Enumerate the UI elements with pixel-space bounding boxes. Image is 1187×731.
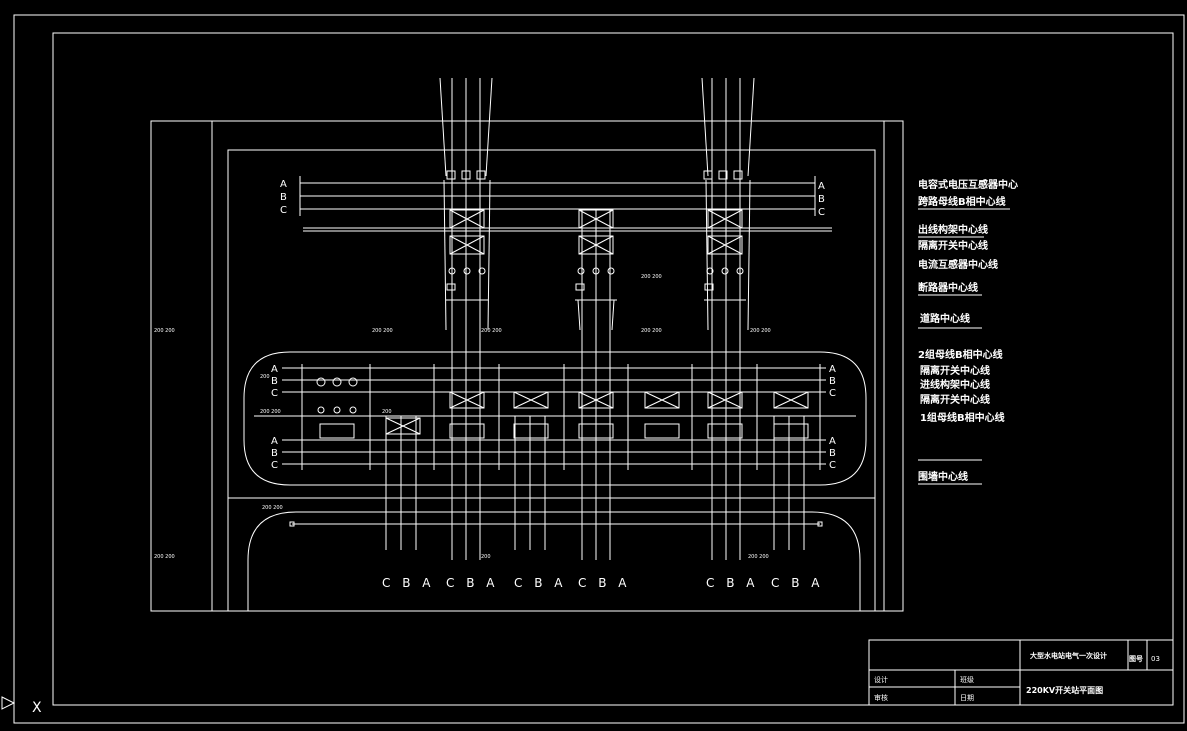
feeder-lines-bottom <box>385 416 805 550</box>
legend-transfer-bus: 跨路母线B相中心线 <box>918 195 1006 208</box>
title-check-label: 审核 <box>874 693 888 702</box>
site-boundary <box>150 120 904 612</box>
phase-labels-right-bus1: A B C <box>829 436 836 471</box>
svg-text:C: C <box>271 388 278 399</box>
svg-text:A: A <box>280 179 287 190</box>
svg-text:200 200: 200 200 <box>641 328 662 334</box>
bay-equipment-main <box>316 377 809 439</box>
title-date-label: 日期 <box>960 694 974 702</box>
svg-text:C: C <box>818 207 825 218</box>
svg-text:C B A: C B A <box>578 576 630 590</box>
bay-equipment-top <box>446 209 746 301</box>
legend-ct: 电流互感器中心线 <box>918 258 998 271</box>
svg-text:C B A: C B A <box>446 576 498 590</box>
legend-road: 道路中心线 <box>920 312 970 325</box>
road-outline <box>247 511 861 611</box>
svg-text:200 200: 200 200 <box>372 328 393 334</box>
legend-fence: 围墙中心线 <box>918 470 968 483</box>
svg-text:B: B <box>280 192 287 203</box>
main-road-loop <box>243 351 867 486</box>
svg-text:B: B <box>271 448 278 459</box>
svg-text:B: B <box>818 194 825 205</box>
svg-text:C: C <box>280 205 287 216</box>
title-sheet-no: 03 <box>1151 655 1160 663</box>
svg-text:200: 200 <box>481 554 491 560</box>
legend-cvt: 电容式电压互感器中心 <box>918 178 1018 191</box>
svg-text:C: C <box>829 388 836 399</box>
svg-text:C: C <box>271 460 278 471</box>
title-design-label: 设计 <box>874 675 888 684</box>
svg-text:X: X <box>32 700 42 716</box>
title-project: 大型水电站电气一次设计 <box>1030 651 1107 660</box>
legend-disconnector-1: 隔离开关中心线 <box>918 239 988 252</box>
inner-frame <box>52 32 1174 706</box>
svg-text:200 200: 200 200 <box>750 328 771 334</box>
ucs-icon: X <box>1 696 42 716</box>
svg-text:C B A: C B A <box>514 576 566 590</box>
legend-bus1: 1组母线B相中心线 <box>920 411 1005 424</box>
svg-text:200 200: 200 200 <box>154 554 175 560</box>
svg-text:200 200: 200 200 <box>260 409 281 415</box>
legend-bus2: 2组母线B相中心线 <box>918 348 1003 361</box>
phase-labels-left-top: A B C <box>280 179 287 216</box>
legend-incoming-frame: 进线构架中心线 <box>920 378 990 391</box>
line-entry-middle <box>577 210 615 560</box>
centerline-legend: 电容式电压互感器中心 跨路母线B相中心线 出线构架中心线 隔离开关中心线 电流互… <box>918 178 1018 485</box>
outer-frame <box>13 14 1185 724</box>
legend-disconnector-2: 隔离开关中心线 <box>920 364 990 377</box>
dimension-labels: 200 200 200 200 200 200 200 200 200 200 … <box>154 274 771 560</box>
title-block: 大型水电站电气一次设计 图号 03 设计 审核 班级 日期 220KV开关站平面… <box>868 639 1174 706</box>
svg-text:A: A <box>818 181 825 192</box>
svg-text:C B A: C B A <box>771 576 823 590</box>
svg-text:200 200: 200 200 <box>748 554 769 560</box>
title-drawing-name: 220KV开关站平面图 <box>1026 685 1103 695</box>
svg-text:C B A: C B A <box>706 576 758 590</box>
title-sheet-no-label: 图号 <box>1129 654 1143 663</box>
svg-text:A: A <box>829 364 836 375</box>
transfer-bus <box>299 176 832 232</box>
line-entry-left <box>439 77 493 560</box>
svg-text:B: B <box>829 376 836 387</box>
svg-text:C B A: C B A <box>382 576 434 590</box>
title-class-label: 班级 <box>960 675 974 684</box>
svg-text:200: 200 <box>260 374 270 380</box>
legend-outgoing-frame: 出线构架中心线 <box>918 223 988 236</box>
legend-breaker: 断路器中心线 <box>918 281 978 294</box>
svg-text:B: B <box>829 448 836 459</box>
line-entry-right <box>701 77 755 560</box>
phase-labels-right-top: A B C <box>818 181 825 218</box>
bottom-phase-groups: C B A C B A C B A C B A C B A C B A <box>382 576 823 590</box>
svg-text:B: B <box>271 376 278 387</box>
svg-text:A: A <box>829 436 836 447</box>
svg-text:200: 200 <box>382 409 392 415</box>
svg-text:200 200: 200 200 <box>262 505 283 511</box>
svg-text:200 200: 200 200 <box>641 274 662 280</box>
main-busbars <box>254 364 856 470</box>
svg-text:A: A <box>271 364 278 375</box>
legend-disconnector-3: 隔离开关中心线 <box>920 393 990 406</box>
svg-text:200 200: 200 200 <box>481 328 502 334</box>
phase-labels-left-bus2: A B C <box>271 364 278 399</box>
svg-text:C: C <box>829 460 836 471</box>
phase-labels-left-bus1: A B C <box>271 436 278 471</box>
phase-labels-right-bus2: A B C <box>829 364 836 399</box>
svg-text:200 200: 200 200 <box>154 328 175 334</box>
svg-text:A: A <box>271 436 278 447</box>
